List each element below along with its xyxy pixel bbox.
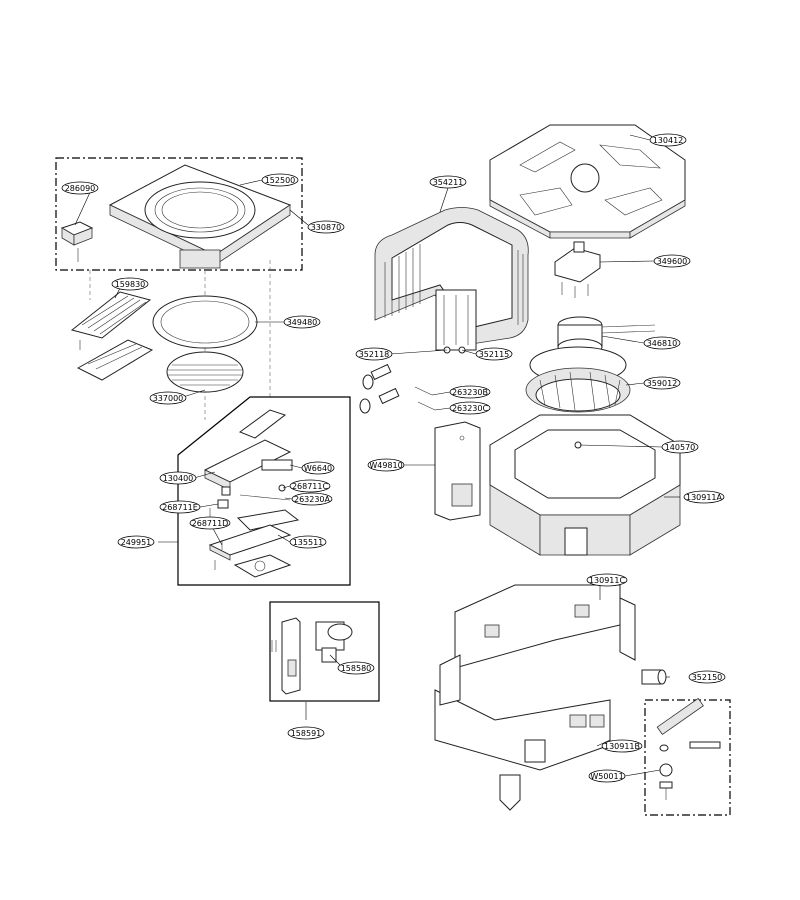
svg-text:359012: 359012 (647, 379, 678, 388)
svg-text:152500: 152500 (265, 176, 296, 185)
label-352150[interactable]: 352150 (688, 670, 726, 684)
label-286090[interactable]: 286090 (61, 181, 99, 195)
svg-text:330870: 330870 (311, 223, 342, 232)
svg-text:158580: 158580 (341, 664, 372, 673)
part-130911C-panel (454, 584, 636, 669)
label-158580[interactable]: 158580 (337, 661, 375, 675)
group-box-control (177, 396, 351, 586)
svg-text:263230B: 263230B (452, 388, 488, 397)
leader-lines (74, 134, 680, 777)
label-130400[interactable]: 130400 (159, 471, 197, 485)
svg-text:354211: 354211 (433, 178, 464, 187)
svg-text:W50011: W50011 (590, 772, 623, 781)
svg-text:130911C: 130911C (589, 576, 626, 585)
part-135511-pcb (208, 509, 300, 578)
label-268711C[interactable]: 268711C (289, 479, 331, 493)
label-354211[interactable]: 354211 (429, 175, 467, 189)
svg-text:352118: 352118 (359, 350, 390, 359)
label-158591[interactable]: 158591 (287, 726, 325, 740)
label-349480[interactable]: 349480 (283, 315, 321, 329)
part-286090-box (60, 221, 94, 262)
label-249951[interactable]: 249951 (117, 535, 155, 549)
label-352115[interactable]: 352115 (475, 347, 513, 361)
part-labels: 152500 286090 330870 159830 349480 33700… (61, 133, 726, 783)
part-pipe-fittings (359, 346, 466, 414)
part-337000-grille (166, 351, 244, 393)
label-W6640[interactable]: W6640 (301, 461, 335, 475)
label-346810[interactable]: 346810 (643, 336, 681, 350)
part-130400-cover (203, 409, 293, 491)
part-352150-fitting (641, 669, 667, 685)
svg-text:349600: 349600 (657, 257, 688, 266)
label-359012[interactable]: 359012 (643, 376, 681, 390)
svg-text:159830: 159830 (115, 280, 146, 289)
part-W50011-kit (656, 697, 721, 800)
label-130412[interactable]: 130412 (649, 133, 687, 147)
svg-text:346810: 346810 (647, 339, 678, 348)
svg-text:130911B: 130911B (604, 742, 640, 751)
label-330870[interactable]: 330870 (307, 220, 345, 234)
part-354211-coil (374, 207, 529, 351)
part-349480-ring (152, 295, 258, 349)
part-159830-filters (70, 291, 154, 381)
group-box-158591 (269, 601, 380, 702)
part-W49810-bracket (434, 421, 481, 521)
label-152500[interactable]: 152500 (261, 173, 299, 187)
svg-text:130400: 130400 (163, 474, 194, 483)
svg-text:268711D: 268711D (192, 519, 229, 528)
svg-text:140570: 140570 (665, 443, 696, 452)
label-135511[interactable]: 135511 (289, 535, 327, 549)
svg-text:286090: 286090 (65, 184, 96, 193)
group-box-top-left (55, 157, 303, 271)
part-359012-fan (525, 346, 631, 413)
svg-text:135511: 135511 (293, 538, 324, 547)
svg-text:268711C: 268711C (292, 482, 329, 491)
svg-text:W6640: W6640 (304, 464, 332, 473)
svg-text:337000: 337000 (153, 394, 184, 403)
label-263230B[interactable]: 263230B (449, 385, 491, 399)
part-130911B-panel (434, 654, 611, 811)
group-box-W50011 (644, 699, 731, 816)
part-158580-switch (271, 617, 353, 695)
svg-text:352150: 352150 (692, 673, 723, 682)
label-W50011[interactable]: W50011 (588, 769, 626, 783)
svg-text:263230A: 263230A (294, 495, 331, 504)
label-263230C[interactable]: 263230C (449, 401, 491, 415)
svg-text:130911A: 130911A (686, 493, 723, 502)
label-159830[interactable]: 159830 (111, 277, 149, 291)
svg-text:268711E: 268711E (162, 503, 198, 512)
label-130911C[interactable]: 130911C (586, 573, 628, 587)
label-140570[interactable]: 140570 (661, 440, 699, 454)
part-130412-top-plate (489, 124, 686, 239)
label-352118[interactable]: 352118 (355, 347, 393, 361)
part-152500-frame (108, 164, 292, 269)
label-337000[interactable]: 337000 (149, 391, 187, 405)
label-130911B[interactable]: 130911B (601, 739, 643, 753)
label-W49810[interactable]: W49810 (367, 458, 405, 472)
part-349600-motor-mount (554, 241, 601, 298)
svg-text:263230C: 263230C (452, 404, 489, 413)
svg-text:130412: 130412 (653, 136, 684, 145)
label-268711D[interactable]: 268711D (189, 516, 231, 530)
label-263230A[interactable]: 263230A (291, 492, 333, 506)
svg-text:249951: 249951 (121, 538, 152, 547)
svg-text:158591: 158591 (291, 729, 322, 738)
svg-text:349480: 349480 (287, 318, 318, 327)
label-130911A[interactable]: 130911A (683, 490, 725, 504)
label-349600[interactable]: 349600 (653, 254, 691, 268)
svg-text:W49810: W49810 (369, 461, 402, 470)
label-268711E[interactable]: 268711E (159, 500, 201, 514)
part-130911A-drain-pan (489, 414, 681, 556)
svg-text:352115: 352115 (479, 350, 510, 359)
